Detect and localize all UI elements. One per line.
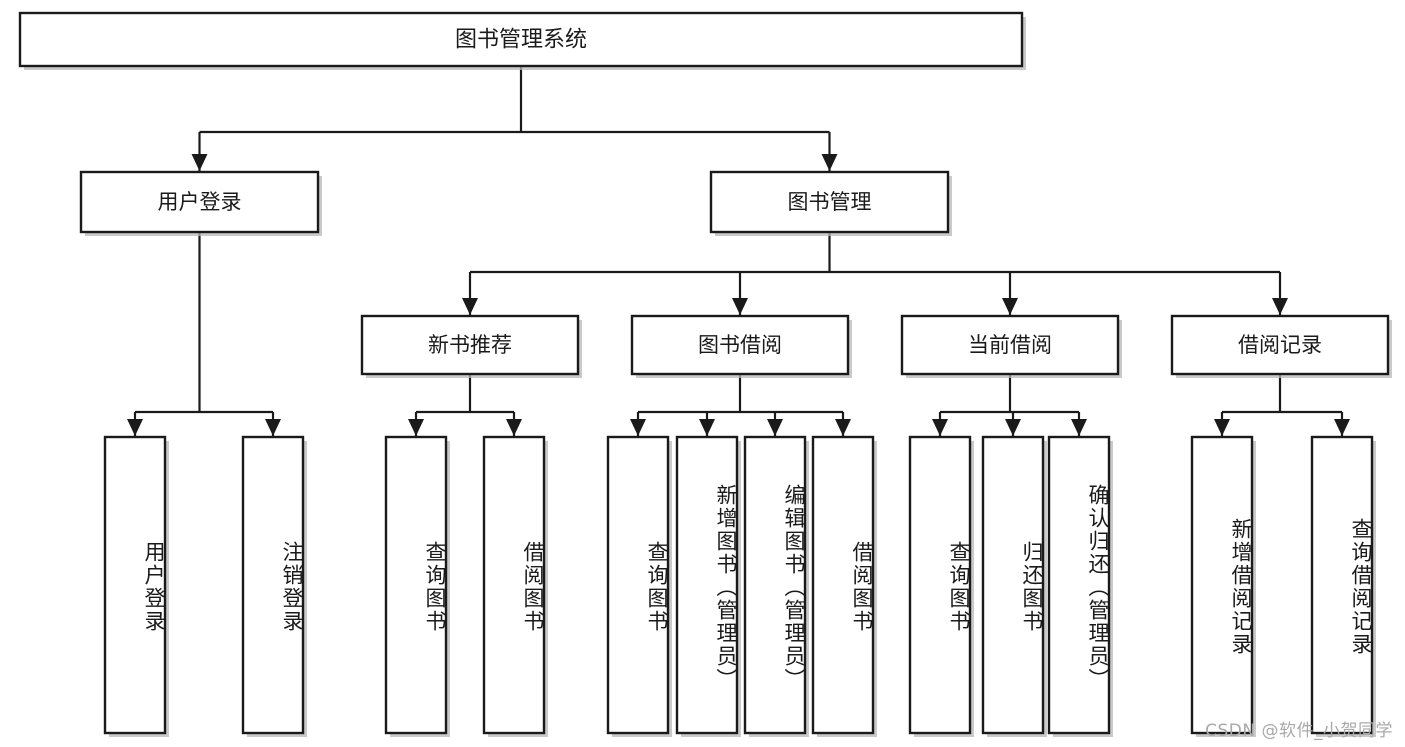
level3-node-box-3[interactable] [1170,314,1390,376]
arrow-head-icon [699,419,715,436]
arrow-head-icon [1002,298,1018,315]
arrow-head-icon [630,419,646,436]
leaf-node-box-6[interactable] [743,435,807,735]
leaf-node-box-2[interactable] [384,435,448,735]
level2-node-box-1-label: 图书管理 [788,190,872,214]
level3-node-box-1-label: 图书借阅 [698,333,782,357]
level3-node-box-0[interactable] [360,314,580,376]
root-node-box-label: 图书管理系统 [455,28,587,53]
level3-node-box-2[interactable] [900,314,1120,376]
arrow-head-icon [767,419,783,436]
leaf-node-box-10[interactable] [1047,435,1111,735]
level2-node-box-1[interactable] [709,170,950,234]
arrow-head-icon [1071,419,1087,436]
arrow-head-icon [835,419,851,436]
arrow-head-icon [265,419,281,436]
level2-node-box-0[interactable] [79,170,320,234]
node-boxes-layer [18,11,1390,735]
arrow-head-icon [408,419,424,436]
arrow-head-icon [821,154,838,171]
arrow-head-icon [1005,419,1021,436]
level2-node-box-0-label: 用户登录 [158,190,242,214]
leaf-node-box-4[interactable] [606,435,670,735]
leaf-node-box-9[interactable] [981,435,1045,735]
arrow-head-icon [127,419,143,436]
level3-node-box-0-label: 新书推荐 [428,333,512,357]
arrow-head-icon [932,419,948,436]
leaf-node-box-12[interactable] [1310,435,1374,735]
leaf-node-box-0[interactable] [103,435,167,735]
watermark-text: CSDN @软件_小贺同学 [1205,721,1393,741]
arrow-head-icon [732,298,748,315]
arrow-head-icon [462,298,478,315]
leaf-node-box-8[interactable] [908,435,972,735]
arrow-head-icon [1214,419,1230,436]
arrow-head-icon [1334,419,1350,436]
arrow-head-icon [191,154,208,171]
leaf-node-box-3[interactable] [482,435,546,735]
level3-node-box-1[interactable] [630,314,850,376]
connectors-layer [127,66,1350,436]
leaf-node-box-5[interactable] [675,435,739,735]
leaf-node-box-11[interactable] [1190,435,1254,735]
level3-node-box-2-label: 当前借阅 [968,333,1052,357]
leaf-node-box-1[interactable] [241,435,305,735]
arrow-head-icon [506,419,522,436]
leaf-node-box-7[interactable] [811,435,875,735]
root-node-box[interactable] [18,11,1024,68]
arrow-head-icon [1272,298,1288,315]
level3-node-box-3-label: 借阅记录 [1238,333,1322,357]
